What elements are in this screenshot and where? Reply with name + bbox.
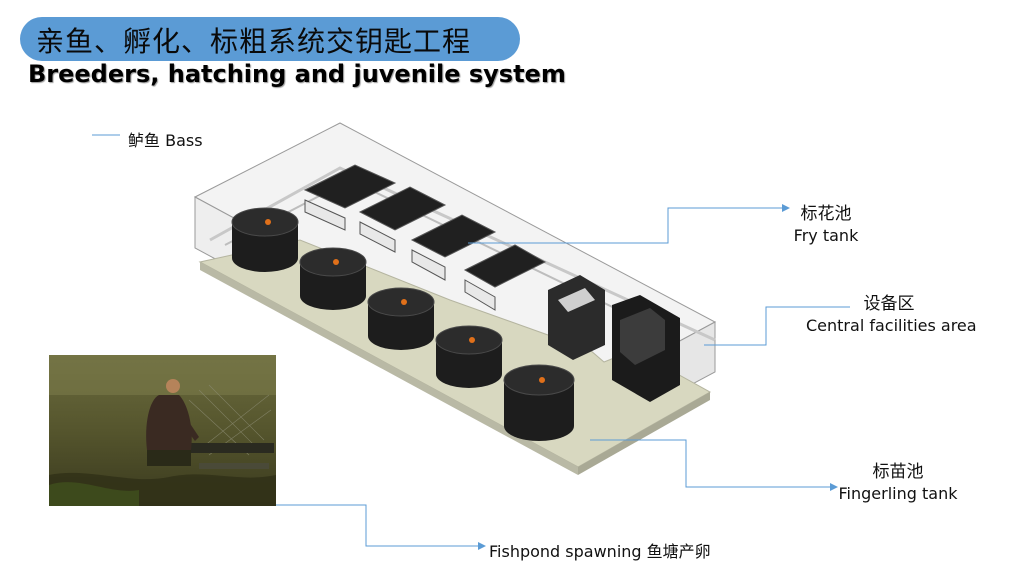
label-fry-tank: 标花池 Fry tank bbox=[782, 199, 870, 245]
central-equipment bbox=[548, 275, 680, 402]
label-fingerling-cn: 标苗池 bbox=[872, 462, 924, 482]
label-facilities-cn: 设备区 bbox=[863, 294, 915, 314]
title-banner bbox=[20, 17, 520, 61]
label-fry-en: Fry tank bbox=[793, 226, 859, 245]
fry-tank-rack bbox=[303, 164, 547, 311]
page-title-en: Breeders, hatching and juvenile system bbox=[28, 60, 566, 88]
label-facilities-en: Central facilities area bbox=[806, 316, 977, 335]
fingerling-tanks bbox=[231, 207, 575, 441]
label-facilities: 设备区 Central facilities area bbox=[806, 289, 977, 335]
label-bass: 鲈鱼 Bass bbox=[128, 131, 203, 150]
page-title-cn: 亲鱼、孵化、标粗系统交钥匙工程 bbox=[36, 25, 472, 58]
label-fry-cn: 标花池 bbox=[800, 204, 852, 224]
leader-lines bbox=[92, 134, 850, 547]
label-fishpond: Fishpond spawning 鱼塘产卵 bbox=[489, 542, 711, 561]
label-fingerling-en: Fingerling tank bbox=[838, 484, 958, 503]
arrowheads bbox=[478, 204, 838, 550]
fishpond-photo bbox=[49, 355, 276, 506]
label-fingerling: 标苗池 Fingerling tank bbox=[838, 457, 958, 503]
